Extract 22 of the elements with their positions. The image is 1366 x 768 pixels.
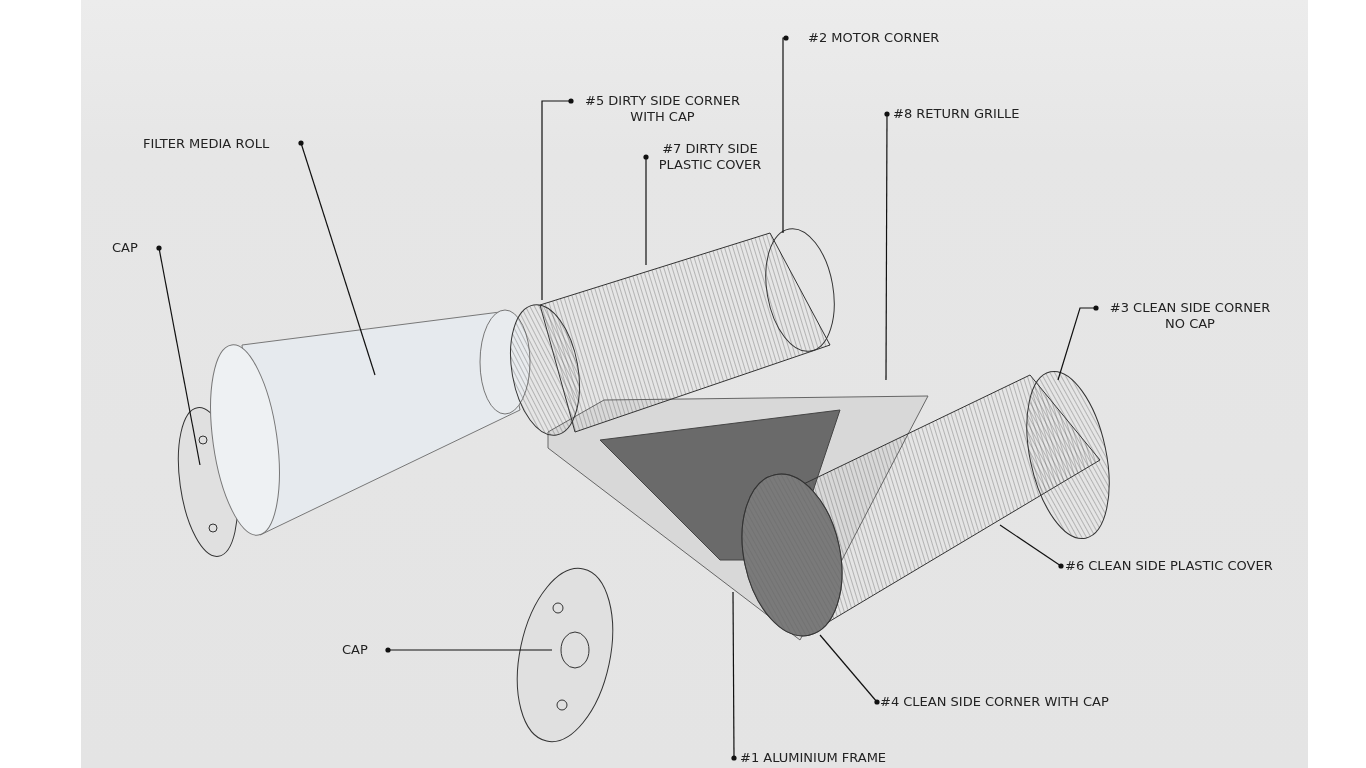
leader-line (731, 591, 737, 761)
leader-line (819, 634, 880, 705)
leader-line (156, 245, 201, 466)
part-label: #5 DIRTY SIDE CORNER WITH CAP (575, 93, 750, 125)
leader-line (999, 524, 1064, 569)
leader-line (884, 111, 890, 381)
part-label: #3 CLEAN SIDE CORNER NO CAP (1100, 300, 1280, 332)
part-label: #4 CLEAN SIDE CORNER WITH CAP (880, 694, 1109, 710)
part-label: FILTER MEDIA ROLL (143, 136, 270, 152)
part-label: CAP (112, 240, 138, 256)
leader-line (541, 98, 574, 301)
leader-line (1057, 305, 1099, 381)
leader-line (385, 647, 553, 653)
leader-line (643, 154, 649, 266)
part-label: #8 RETURN GRILLE (893, 106, 1020, 122)
part-label: #7 DIRTY SIDE PLASTIC COVER (645, 141, 775, 173)
part-label: #2 MOTOR CORNER (808, 30, 940, 46)
part-label: #6 CLEAN SIDE PLASTIC COVER (1065, 558, 1273, 574)
leader-line (298, 140, 376, 376)
part-label: #1 ALUMINIUM FRAME (740, 750, 887, 766)
leader-line (782, 35, 789, 234)
part-label: CAP (342, 642, 368, 658)
